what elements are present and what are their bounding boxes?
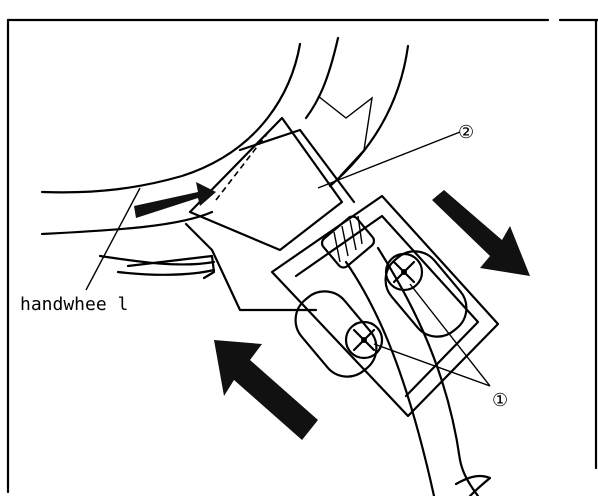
screw-lower [344,320,384,360]
callout-1: ① [492,390,508,411]
arrow-lower-left [214,340,318,440]
leader-lines [85,131,491,387]
arrow-rotation [134,182,216,218]
arrow-upper-right [432,190,530,276]
figure-frame [6,18,598,494]
handwheel-outline [40,36,410,280]
handwheel-label: handwhee l [20,294,128,315]
bracket-part-2 [184,116,356,312]
cable-and-nut [320,215,492,496]
callout-2: ② [458,122,474,143]
